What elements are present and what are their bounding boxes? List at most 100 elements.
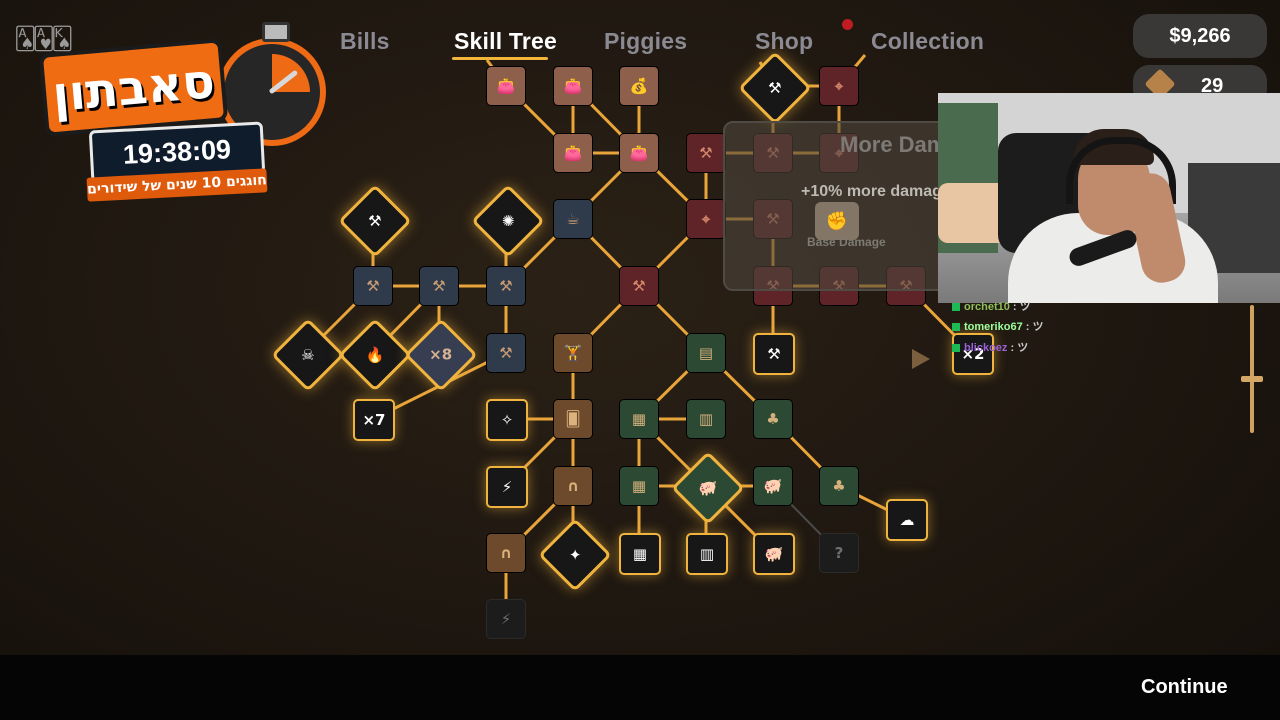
coins-1-icon: 👛 [496,77,516,95]
smoke-icon: ☁ [899,511,915,529]
skill-node-piggy-dark[interactable]: 🐖 [753,533,795,575]
skill-node-card-1[interactable]: 🂠 [553,399,593,439]
skill-node-bills-dark-2[interactable]: ▥ [686,533,728,575]
target-3-icon: ⌖ [701,210,711,228]
bottom-bar [0,655,1280,720]
crit-x2-icon: ×2 [961,345,985,363]
skill-node-target-1[interactable]: ⌖ [819,66,859,106]
card-1-icon: 🂠 [565,410,581,428]
skill-node-bills-3[interactable]: ▦ [619,466,659,506]
tab-collection[interactable]: Collection [871,28,985,54]
dumbbell-icon: 🏋 [563,344,583,362]
zoom-slider-track[interactable] [1250,305,1254,433]
coins-4-icon: 👛 [563,144,583,162]
clover-1-icon: ♣ [766,410,780,428]
skill-node-hammer-m1[interactable]: ⚒ [686,133,726,173]
unknown-icon: ? [834,544,844,562]
chat-text: : ツ [1012,301,1031,313]
skill-node-money-stack[interactable]: ▤ [686,333,726,373]
skill-node-bills-1[interactable]: ▦ [619,399,659,439]
skill-node-clover-2[interactable]: ♣ [819,466,859,506]
money-stack-icon: ▤ [698,344,714,362]
skill-node-grip-2[interactable]: ∩ [486,533,526,573]
skill-node-unknown[interactable]: ? [819,533,859,573]
hammer-fire-icon: ⚒ [768,78,782,97]
hammer-b3-icon: ⚒ [499,277,513,295]
hammer-m4-icon: ⚒ [632,277,646,295]
active-tab-indicator [452,57,548,60]
skill-node-bills-2[interactable]: ▥ [686,399,726,439]
skill-node-multiplier-x7[interactable]: ×7 [353,399,395,441]
bolt-locked-icon: ⚡ [500,610,512,628]
skill-node-bolt-locked[interactable]: ⚡ [486,599,526,639]
mug-icon: ☕ [566,210,580,228]
chat-message: orchet10 : ツ [952,298,1031,314]
skill-node-coins-2[interactable]: 👛 [553,66,593,106]
cards-icon: 🂡🂱🂮 [14,26,73,51]
bills-1-icon: ▦ [631,410,647,428]
skill-node-coins-1[interactable]: 👛 [486,66,526,106]
skill-node-hammer-b3[interactable]: ⚒ [486,266,526,306]
webcam-overlay [938,93,1280,303]
hammer-spark-icon: ⚒ [767,345,781,363]
skill-node-grip-1[interactable]: ∩ [553,466,593,506]
bills-dark-1-icon: ▦ [632,545,648,563]
skill-node-target-3[interactable]: ⌖ [686,199,726,239]
fire-skull-icon: ☠ [301,345,315,364]
skill-node-dumbbell[interactable]: 🏋 [553,333,593,373]
zoom-slider-handle[interactable] [1241,376,1263,382]
bills-dark-2-icon: ▥ [699,545,715,563]
hammer-splash-icon: ✺ [501,211,515,230]
sparkle-coins-icon: ✧ [500,411,514,429]
skill-node-piggy-2[interactable]: 🐖 [753,466,793,506]
fire-hammer-icon: 🔥 [365,346,385,364]
money-value: $9,266 [1169,24,1231,47]
tab-bills[interactable]: Bills [340,28,390,54]
hammer-multi-icon: ⚒ [368,211,382,230]
hammer-m1-icon: ⚒ [699,144,713,162]
skill-node-hammer-b1[interactable]: ⚒ [353,266,393,306]
continue-button[interactable]: Continue [1141,676,1228,698]
coins-3-icon: 💰 [629,77,649,95]
skill-node-coins-3[interactable]: 💰 [619,66,659,106]
skill-node-smoke[interactable]: ☁ [886,499,928,541]
money-counter: $9,266 [1133,14,1267,58]
piggy-2-icon: 🐖 [763,477,783,495]
tab-skill-tree[interactable]: Skill Tree [454,28,558,54]
bills-2-icon: ▥ [698,410,714,428]
bills-3-icon: ▦ [631,477,647,495]
skill-node-sparkle-coins[interactable]: ✧ [486,399,528,441]
clover-2-icon: ♣ [832,477,846,495]
coin-value: 29 [1201,75,1224,97]
tab-shop[interactable]: Shop [755,28,814,54]
tab-piggies[interactable]: Piggies [604,28,688,54]
fist-icon: ✊ [815,202,859,240]
skill-node-coins-5[interactable]: 👛 [619,133,659,173]
skill-node-clover-1[interactable]: ♣ [753,399,793,439]
skill-node-mug[interactable]: ☕ [553,199,593,239]
skill-node-hammer-b2[interactable]: ⚒ [419,266,459,306]
target-1-icon: ⌖ [834,77,844,95]
tooltip-description: +10% more damage [801,183,951,200]
skill-node-bills-dark-1[interactable]: ▦ [619,533,661,575]
skill-node-crit-x2[interactable]: ×2 [952,333,994,375]
chat-user: orchet10 [964,301,1010,313]
skill-node-hammer-spark[interactable]: ⚒ [753,333,795,375]
chat-message: tomeriko67 : ツ [952,318,1044,334]
skill-node-lightning[interactable]: ⚡ [486,466,528,508]
hammer-b4-icon: ⚒ [499,344,513,362]
grip-1-icon: ∩ [566,477,580,495]
coins-5-icon: 👛 [629,144,649,162]
skill-node-hammer-b4[interactable]: ⚒ [486,333,526,373]
chat-user: blickoez [964,342,1008,354]
badge-icon [952,323,960,332]
grip-2-icon: ∩ [499,544,513,562]
skill-node-hammer-m4[interactable]: ⚒ [619,266,659,306]
coins-2-icon: 👛 [563,77,583,95]
notification-dot [842,19,853,30]
tooltip-subtitle: Base Damage [807,235,886,249]
chat-user: tomeriko67 [964,321,1023,333]
hammer-b1-icon: ⚒ [366,277,380,295]
skill-node-coins-4[interactable]: 👛 [553,133,593,173]
